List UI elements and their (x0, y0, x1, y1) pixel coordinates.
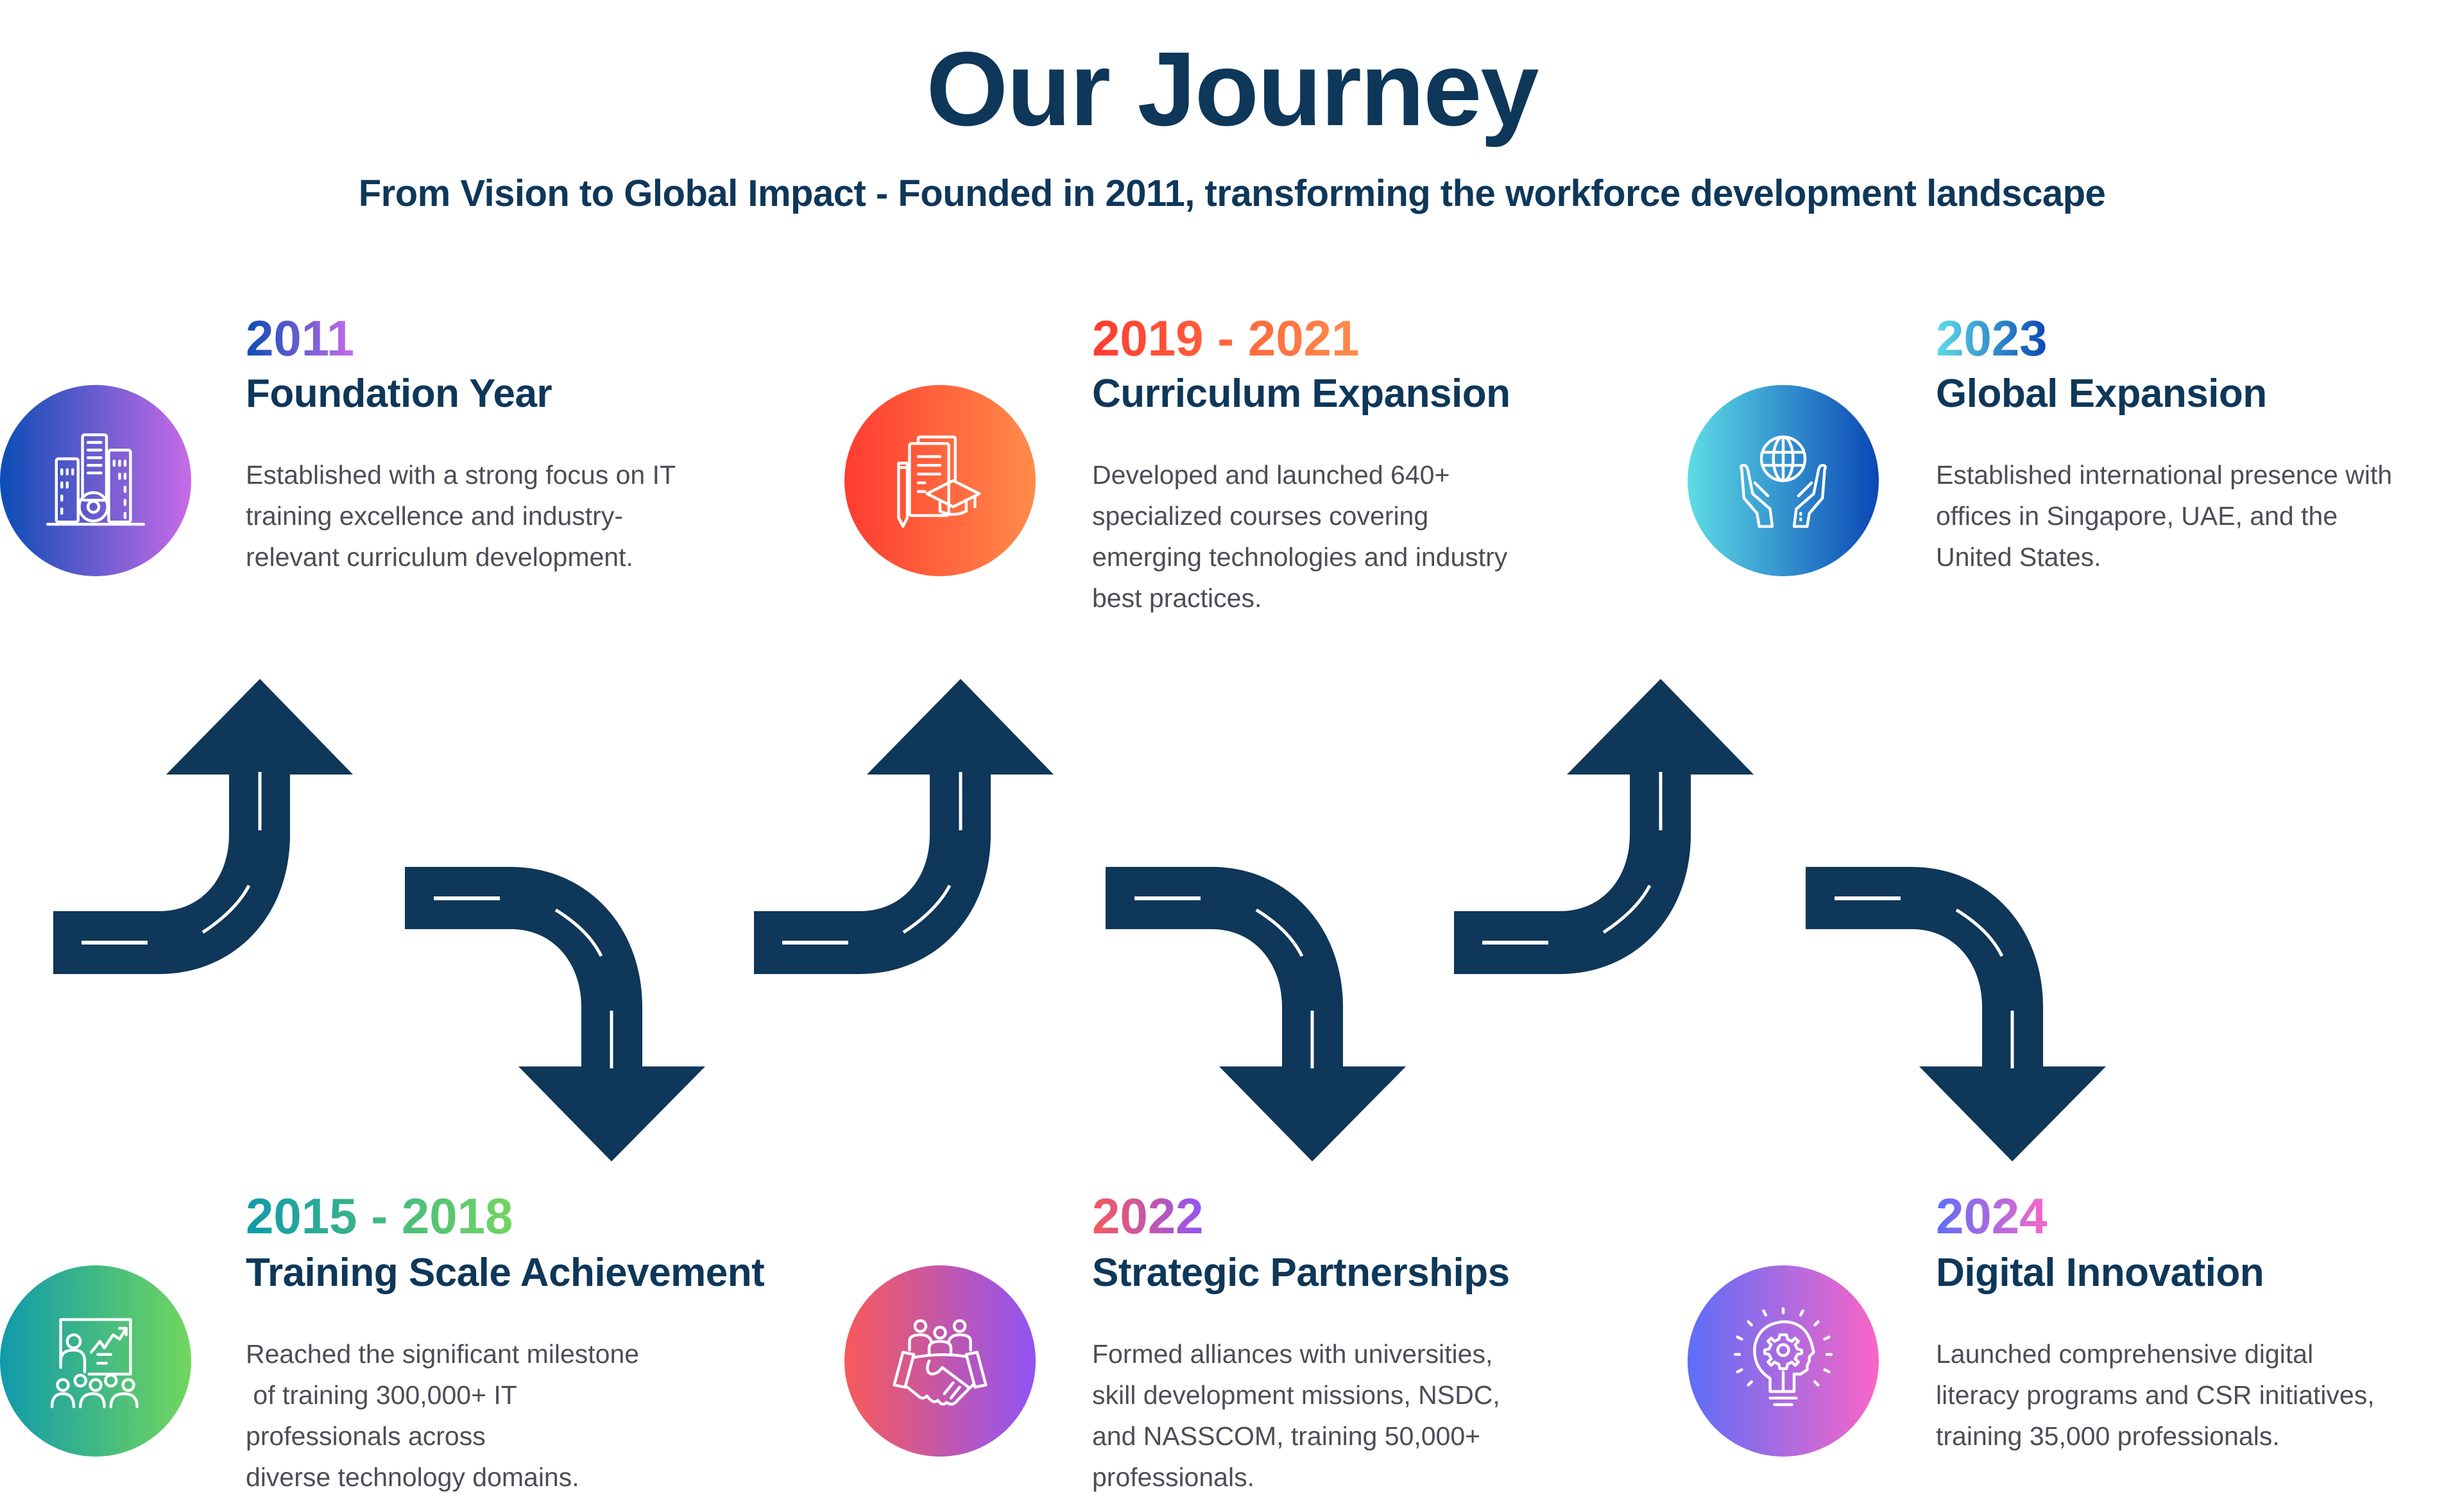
description-line: diverse technology domains. (246, 1462, 579, 1492)
milestone-year: 2023 (1936, 310, 2048, 366)
description-line: United States. (1936, 542, 2101, 572)
description-line: offices in Singapore, UAE, and the (1936, 501, 2338, 531)
milestone-icon-circle (844, 385, 1036, 576)
milestone-description: Reached the significant milestone of tra… (246, 1333, 639, 1498)
milestone-icon-circle (1688, 385, 1879, 576)
handshake-team-icon (893, 1319, 988, 1406)
milestone-description: Developed and launched 640+ specialized c… (1092, 454, 1507, 619)
milestone-2022: 2022 Strategic Partnerships Formed allia… (844, 1187, 1614, 1492)
milestone-description: Launched comprehensive digital literacy p… (1936, 1333, 2375, 1457)
description-line: Reached the significant milestone (246, 1339, 640, 1369)
milestone-title: Global Expansion (1936, 372, 2267, 416)
milestone-2011: 2011 Foundation Year Established with a … (0, 302, 770, 576)
down-arrow-road-1 (405, 867, 705, 1161)
buildings-gear-icon (46, 433, 146, 526)
description-line: Established international presence with (1936, 460, 2393, 490)
milestone-2024: 2024 Digital Innovation Launched compreh… (1688, 1187, 2458, 1457)
milestone-2023: 2023 Global Expansion Established intern… (1688, 302, 2458, 576)
milestone-description: Formed alliances with universities, skill… (1092, 1333, 1500, 1498)
milestone-year: 2019 - 2021 (1092, 310, 1360, 366)
description-line: and NASSCOM, training 50,000+ (1092, 1421, 1481, 1451)
up-arrow-road-1 (53, 679, 353, 974)
description-line: skill development missions, NSDC, (1092, 1380, 1500, 1410)
globe-hands-icon (1740, 435, 1827, 528)
description-line: professionals across (246, 1421, 486, 1451)
lightbulb-head-gear-icon (1733, 1307, 1833, 1407)
milestone-title: Training Scale Achievement (246, 1251, 765, 1295)
milestone-description: Established with a strong focus on IT tra… (246, 454, 676, 578)
milestone-icon-circle (0, 385, 191, 576)
down-arrow-road-2 (1106, 867, 1406, 1161)
description-line: Launched comprehensive digital (1936, 1339, 2314, 1369)
road-pair-3 (1454, 679, 2106, 1161)
road-pair-2 (754, 679, 1406, 1161)
milestone-title: Strategic Partnerships (1092, 1251, 1510, 1295)
presentation-audience-icon (50, 1318, 139, 1408)
description-line: Formed alliances with universities, (1092, 1339, 1493, 1369)
description-line: Developed and launched 640+ (1092, 460, 1450, 490)
milestone-icon-circle (1688, 1265, 1879, 1457)
description-line: of training 300,000+ IT (246, 1380, 517, 1410)
road-pair-1 (53, 679, 705, 1161)
description-line: professionals. (1092, 1462, 1254, 1492)
milestone-2019-2021: 2019 - 2021 Curriculum Expansion Develop… (844, 302, 1614, 613)
milestone-title: Digital Innovation (1936, 1251, 2264, 1295)
up-arrow-road-2 (754, 679, 1054, 974)
milestone-year: 2015 - 2018 (246, 1188, 513, 1244)
up-arrow-road-3 (1454, 679, 1754, 974)
page-subtitle: From Vision to Global Impact - Founded i… (358, 173, 2106, 214)
description-line: Established with a strong focus on IT (246, 460, 676, 490)
description-line: training excellence and industry- (246, 501, 623, 531)
description-line: relevant curriculum development. (246, 542, 633, 572)
milestone-year: 2011 (246, 310, 355, 366)
down-arrow-road-3 (1806, 867, 2106, 1161)
milestone-icon-circle (844, 1265, 1036, 1457)
description-line: best practices. (1092, 583, 1262, 613)
documents-graduation-cap-icon (897, 435, 981, 528)
description-line: training 35,000 professionals. (1936, 1421, 2280, 1451)
milestone-icon-circle (0, 1265, 191, 1457)
milestone-description: Established international presence with o… (1936, 454, 2392, 578)
milestone-title: Foundation Year (246, 372, 552, 416)
milestone-year: 2022 (1092, 1188, 1204, 1244)
milestone-2015-2018: 2015 - 2018 Training Scale Achievement R… (0, 1187, 770, 1492)
description-line: literacy programs and CSR initiatives, (1936, 1380, 2375, 1410)
page-title: Our Journey (926, 30, 1539, 148)
milestone-year: 2024 (1936, 1188, 2048, 1244)
milestone-title: Curriculum Expansion (1092, 372, 1510, 416)
description-line: emerging technologies and industry (1092, 542, 1508, 572)
description-line: specialized courses covering (1092, 501, 1429, 531)
